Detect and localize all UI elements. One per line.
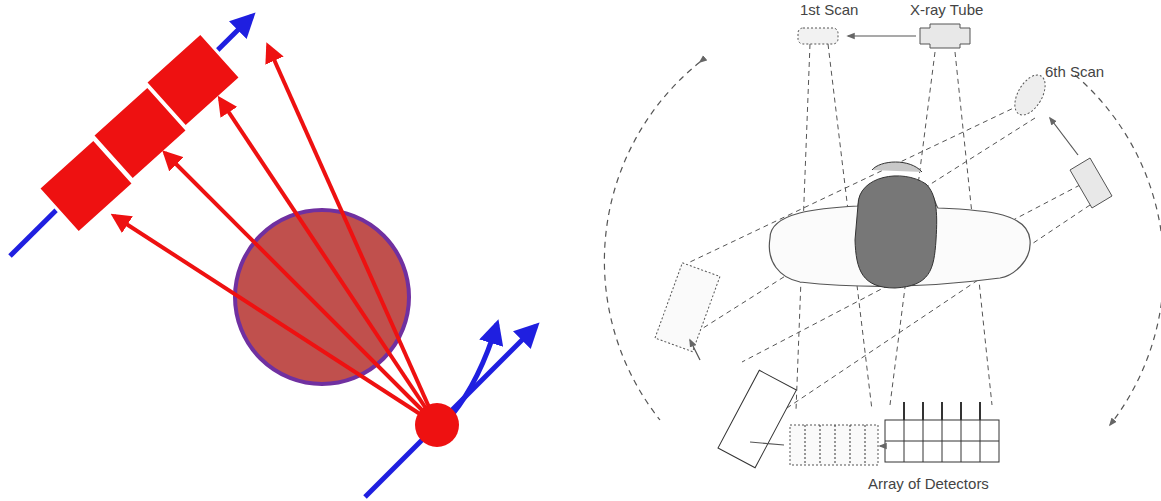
label: X-ray Tube (910, 2, 983, 19)
scanner-illustration (604, 24, 1161, 468)
label: 6th Scan (1045, 64, 1104, 81)
label: Array of Detectors (868, 476, 989, 493)
fan-beam-schematic (10, 16, 536, 497)
label: 1st Scan (800, 2, 858, 19)
